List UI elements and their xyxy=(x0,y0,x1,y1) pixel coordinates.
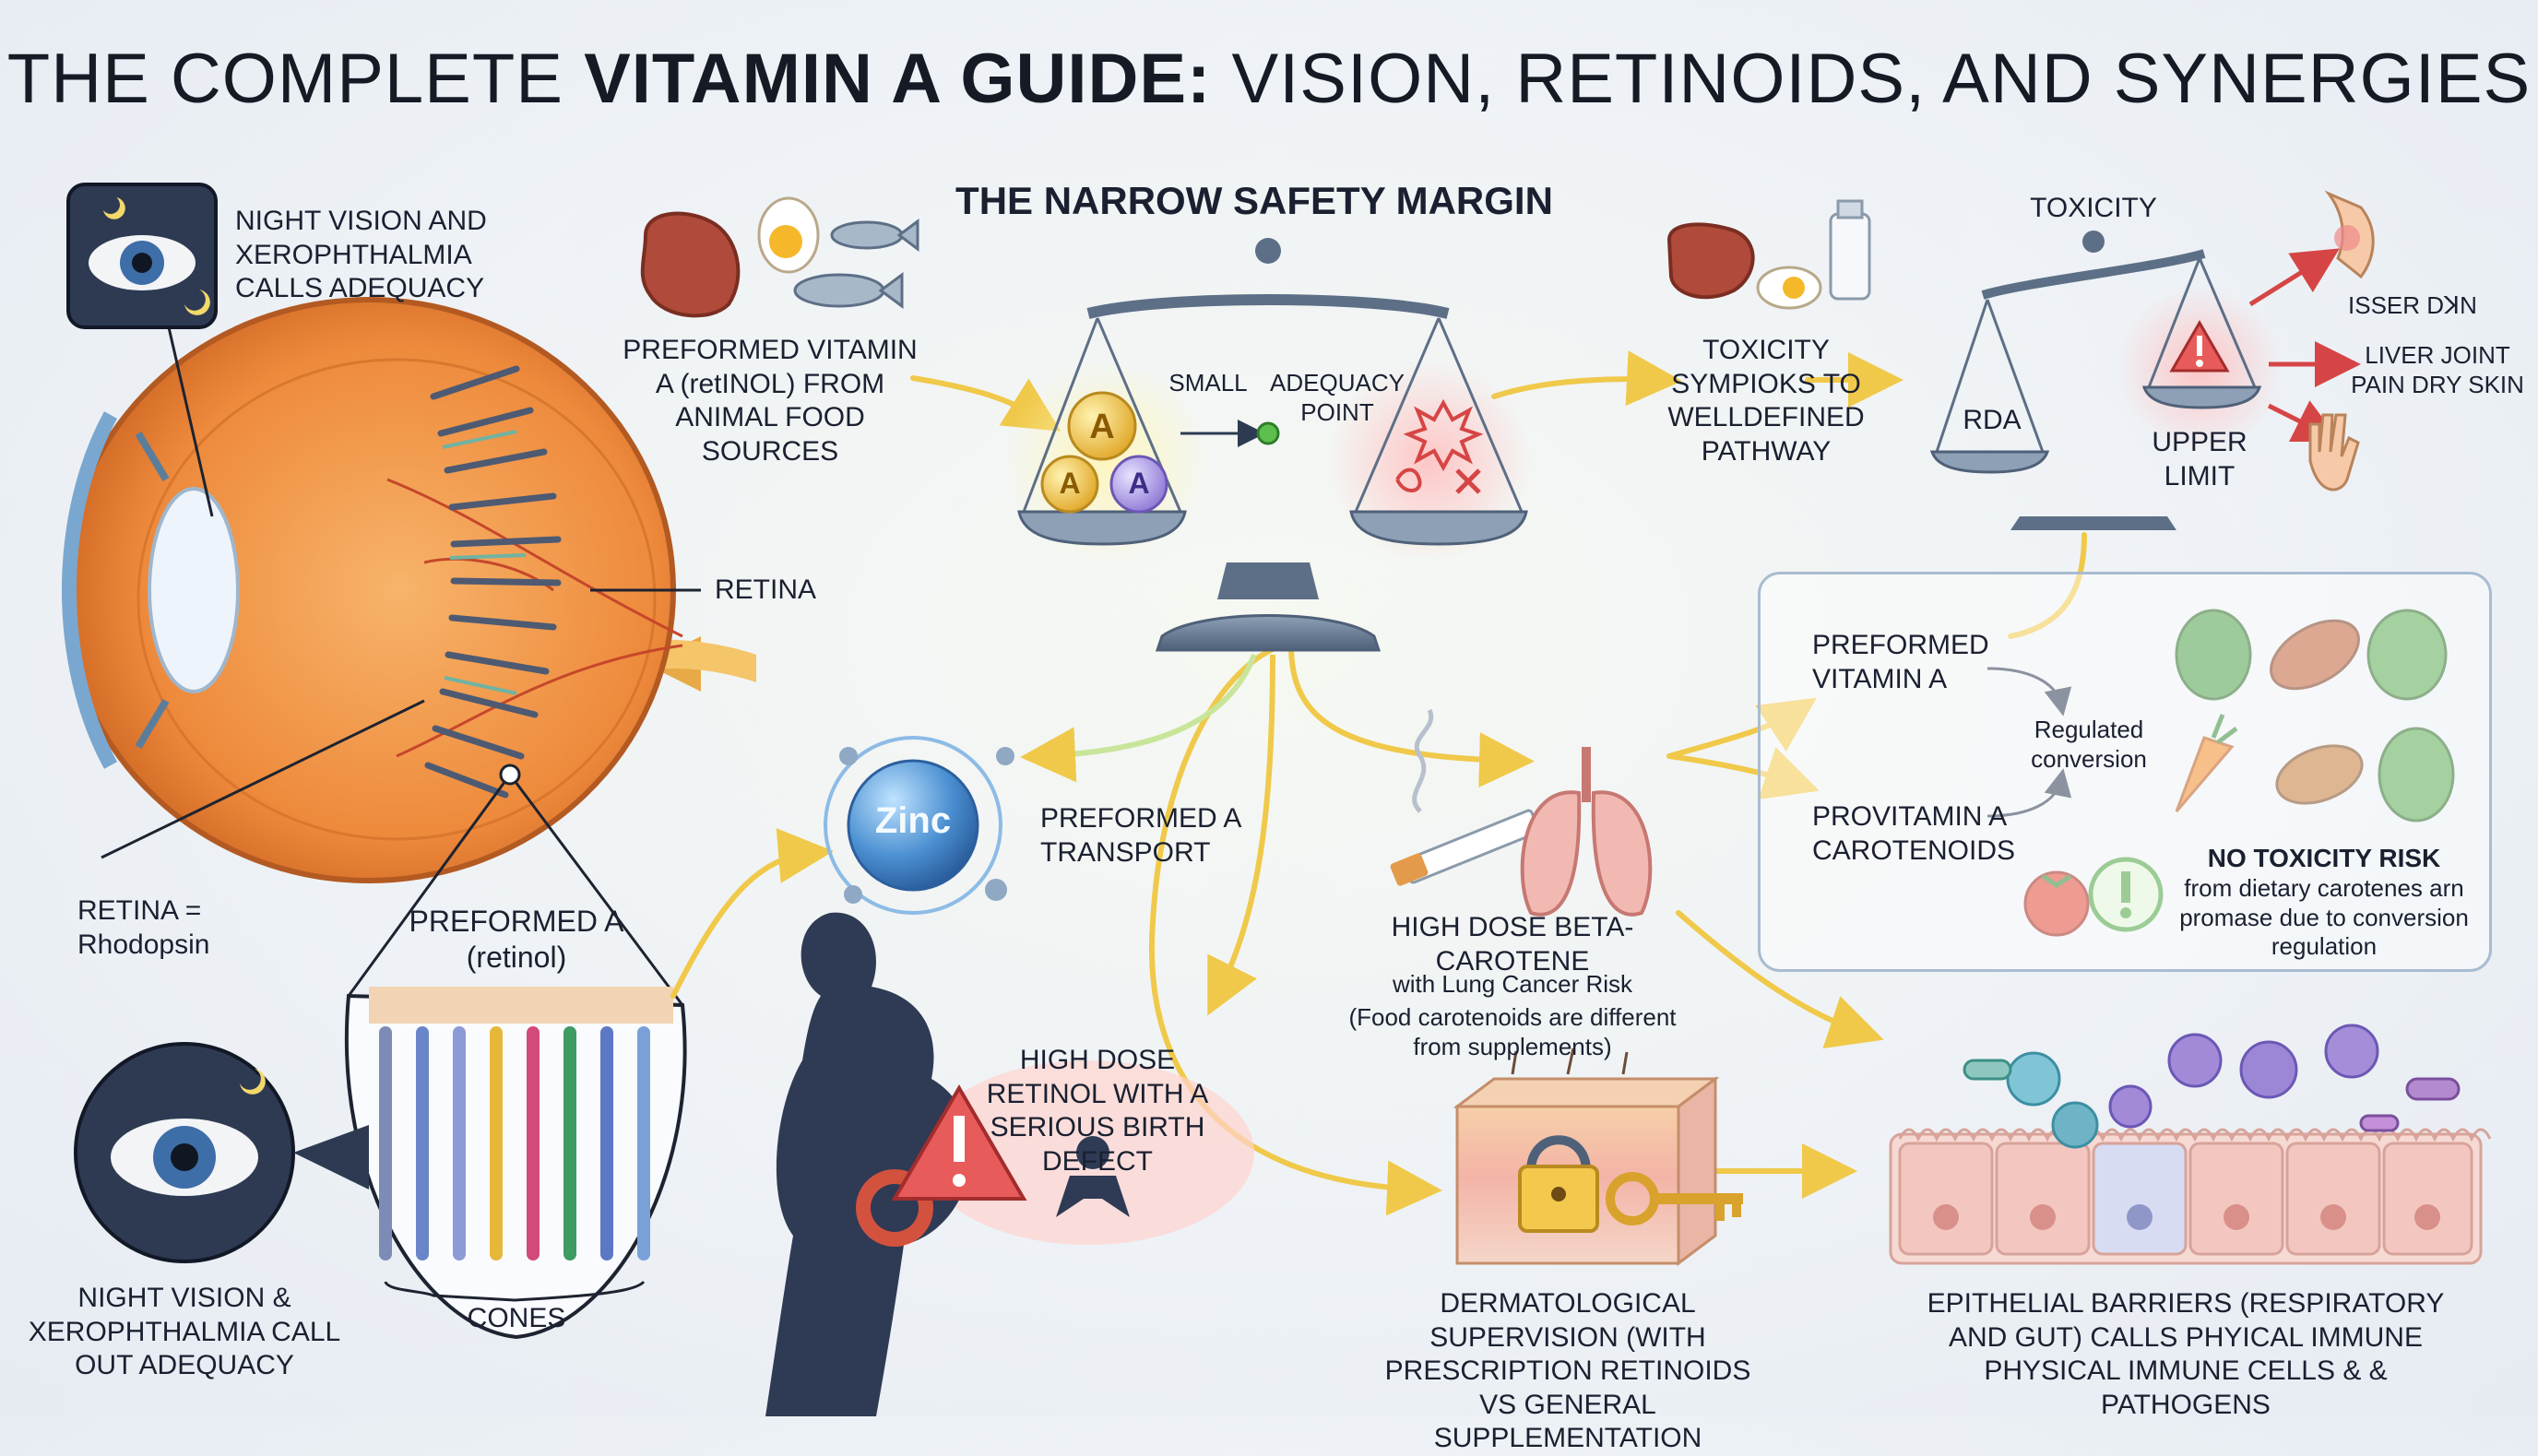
dermatological-label: DERMATOLOGICAL SUPERVISION (WITH PRESCRI… xyxy=(1384,1288,1751,1454)
beta-carotene-title: HIGH DOSE BETA-CAROTENE xyxy=(1391,912,1634,977)
title-bold: VITAMIN A GUIDE: xyxy=(584,40,1212,118)
rda-label: RDA xyxy=(1963,405,2022,435)
check-icon xyxy=(2088,857,2164,932)
animal-food-label: PREFORMED VITAMIN A (retINOL) FROM ANIMA… xyxy=(623,335,918,467)
no-toxicity-body: from dietary carotenes arn promase due t… xyxy=(2179,874,2469,961)
toxicity-food-icons xyxy=(1666,199,1871,310)
page-title: THE COMPLETE VITAMIN A GUIDE: VISION, RE… xyxy=(0,37,2538,123)
beta-carotene-note: (Food carotenoids are different from sup… xyxy=(1348,1003,1677,1060)
key-icon xyxy=(1606,1172,1743,1225)
toxicity-pathway-label: TOXICITY SYMPIOKS TO WELLDEFINED PATHWAY xyxy=(1667,335,1865,467)
illustration-canvas xyxy=(62,183,2492,1416)
fish-icon xyxy=(793,219,919,309)
joint-icon xyxy=(2324,190,2375,279)
liver-icon xyxy=(1666,222,1755,300)
pregnancy-arrow xyxy=(1207,654,1275,1016)
zinc-badge: Zinc xyxy=(874,800,952,841)
birth-defect-label: HIGH DOSE RETINOL WITH A SERIOUS BIRTH D… xyxy=(986,1045,1209,1177)
animal-food-icons xyxy=(640,196,919,318)
hand-icon xyxy=(2308,413,2360,491)
coin-a-1: A xyxy=(1089,408,1115,446)
eye-cross-section xyxy=(62,297,756,883)
zinc-transport-label: PREFORMED A TRANSPORT xyxy=(1040,803,1240,868)
night-vision-icon-box xyxy=(66,183,218,329)
night-vision-leader-line xyxy=(160,294,214,517)
cigarette-icon xyxy=(1390,708,1540,886)
beta-carotene-line2: with Lung Cancer Risk xyxy=(1392,970,1633,998)
warning-icon xyxy=(891,1084,1027,1201)
night-vision-eye-icon xyxy=(74,1042,369,1263)
tomato-icon xyxy=(2023,870,2090,937)
upper-limit-label: UPPER LIMIT xyxy=(2152,427,2247,491)
night-vision-bottom-label: NIGHT VISION & XEROPHTHALMIA CALL OUT AD… xyxy=(28,1283,341,1381)
no-toxicity-title: NO TOXICITY RISK xyxy=(2207,844,2441,872)
cone-cells xyxy=(379,1026,650,1261)
zinc-molecule xyxy=(824,736,1014,915)
sweet-potato-icon xyxy=(2270,619,2364,805)
title-normal: THE COMPLETE xyxy=(6,40,585,118)
adequacy-point-label: ADEQUACY POINT xyxy=(1270,369,1405,426)
liver-icon xyxy=(640,211,741,318)
symptom-label-1: ISSER DꓘN xyxy=(2348,291,2477,319)
retina-label: RETINA xyxy=(715,574,817,605)
baby-icon xyxy=(1056,1136,1130,1217)
symptom-label-2: LIVER JOINT PAIN DRY SKIN xyxy=(2351,341,2524,398)
night-vision-top-label: NIGHT VISION AND XEROPHTHALMIA CALLS ADE… xyxy=(235,206,487,304)
epithelial-cells xyxy=(1889,1128,2492,1265)
cones-brace xyxy=(384,1280,646,1302)
small-label: SMALL xyxy=(1168,369,1248,397)
toxicity-scale xyxy=(1929,231,2283,530)
safety-margin-scale xyxy=(1005,238,1531,652)
immune-cells-pathogens xyxy=(1963,1024,2461,1149)
provitamin-carotenoids-label: PROVITAMIN A CAROTENOIDS xyxy=(1812,801,2016,866)
lock-icon xyxy=(1518,1135,1599,1233)
epithelial-label: EPITHELIAL BARRIERS (RESPIRATORY AND GUT… xyxy=(1927,1288,2445,1420)
cone-magnifier xyxy=(344,764,687,1340)
carotenoid-panel xyxy=(1758,572,2492,972)
toxicity-heading: TOXICITY xyxy=(2030,193,2157,223)
green-arrow xyxy=(1020,653,1257,783)
preformed-vitamin-a-label: PREFORMED VITAMIN A xyxy=(1812,630,1989,694)
flow-arrows xyxy=(670,350,2087,1216)
coin-a-3: A xyxy=(1128,467,1150,500)
cones-label: CONES xyxy=(467,1303,566,1333)
retina-rhodopsin-label: RETINA = Rhodopsin xyxy=(77,895,210,960)
milk-icon xyxy=(1829,212,1871,301)
lungs-icon xyxy=(1520,747,1653,917)
title-rest: VISION, RETINOIDS, AND SYNERGIES xyxy=(1211,40,2532,118)
conversion-arrows xyxy=(1987,667,2072,818)
rhodopsin-leader-line xyxy=(101,699,425,859)
preformed-retinol-label: PREFORMED A (retinol) xyxy=(409,905,624,975)
spinach-icon xyxy=(2175,609,2455,823)
regulated-conversion-label: Regulated conversion xyxy=(2031,716,2147,773)
carrot-icon xyxy=(2175,714,2238,812)
safety-margin-heading: THE NARROW SAFETY MARGIN xyxy=(955,179,1553,222)
coin-a-2: A xyxy=(1059,467,1081,500)
